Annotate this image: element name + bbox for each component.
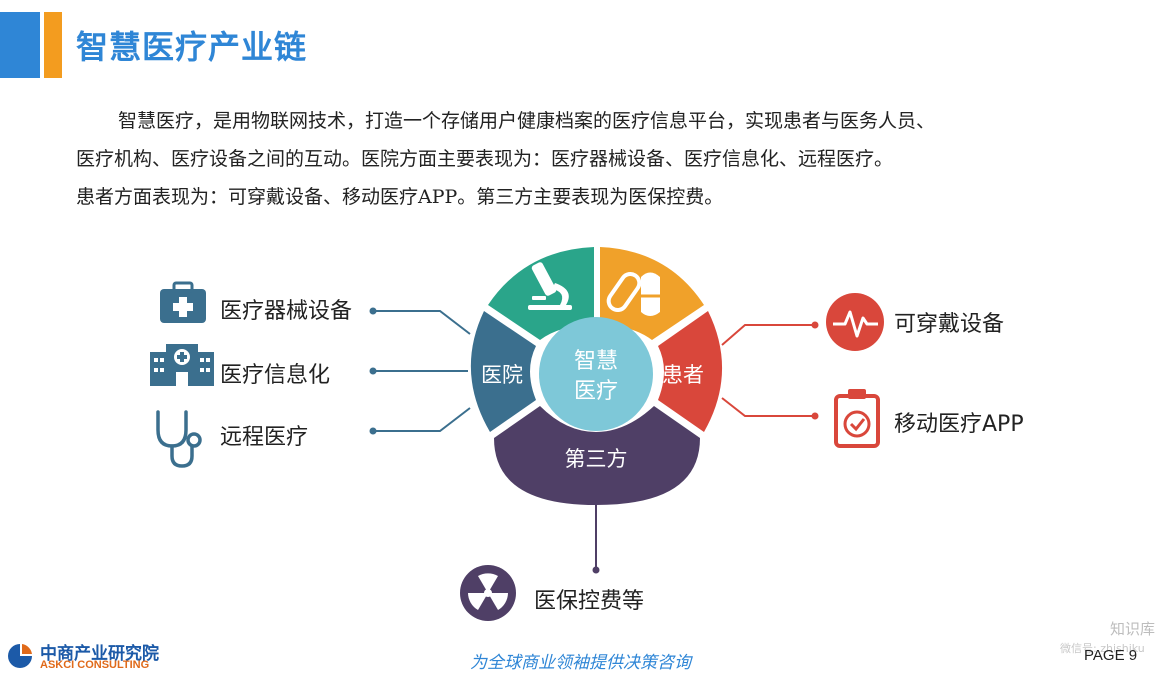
segment-third-party-label: 第三方 <box>565 447 628 471</box>
segment-hospital <box>470 311 536 432</box>
intro-line-2: 医疗机构、医疗设备之间的互动。医院方面主要表现为：医疗器械设备、医疗信息化、远程… <box>76 148 894 170</box>
header-accent-blue <box>0 12 40 78</box>
stethoscope-icon <box>156 410 202 468</box>
medical-kit-icon <box>160 281 206 323</box>
footer-tagline: 为全球商业领袖提供决策咨询 <box>470 653 691 673</box>
center-label-line-1: 智慧 <box>574 349 618 374</box>
segment-hospital-label: 医院 <box>481 363 523 387</box>
center-label-line-2: 医疗 <box>574 379 618 404</box>
pills-icon <box>606 271 662 316</box>
item-medical-device: 医疗器械设备 <box>220 299 352 324</box>
item-medical-info: 医疗信息化 <box>220 363 330 388</box>
page-number: PAGE 9 <box>1084 647 1138 664</box>
item-insurance: 医保控费等 <box>534 589 644 614</box>
connector-telemedicine <box>373 407 471 432</box>
logo-english-name: ASKCI CONSULTING <box>40 659 150 671</box>
page-title: 智慧医疗产业链 <box>76 28 308 66</box>
radiation-icon <box>460 565 516 621</box>
watermark: 知识库 <box>1110 620 1156 638</box>
connector-medical-device <box>373 310 471 335</box>
askci-logo-mark <box>8 644 32 668</box>
microscope-icon <box>528 262 572 310</box>
center-circle <box>539 317 653 431</box>
item-mobile-app: 移动医疗APP <box>894 412 1024 437</box>
connector-lines <box>369 307 819 574</box>
item-telemedicine: 远程医疗 <box>220 425 308 450</box>
askci-logo: 中商产业研究院 ASKCI CONSULTING <box>6 639 166 675</box>
item-wearable: 可穿戴设备 <box>894 312 1004 337</box>
segment-third-party <box>494 406 700 505</box>
header-accent-orange <box>44 12 62 78</box>
intro-text: 智慧医疗，是用物联网技术，打造一个存储用户健康档案的医疗信息平台，实现患者与医务… <box>76 102 1136 216</box>
watermark-subtitle: 微信号: zhishiku <box>1060 642 1145 655</box>
connector-mobile-app <box>721 397 815 417</box>
segment-patient <box>658 311 723 432</box>
hospital-building-icon <box>150 344 214 386</box>
connector-wearable <box>721 324 815 346</box>
logo-chinese-name: 中商产业研究院 <box>40 644 159 664</box>
heartbeat-icon <box>826 293 884 351</box>
segment-microscope <box>488 247 594 340</box>
clipboard-check-icon <box>834 389 880 448</box>
intro-line-1: 智慧医疗，是用物联网技术，打造一个存储用户健康档案的医疗信息平台，实现患者与医务… <box>118 110 936 132</box>
segment-patient-label: 患者 <box>662 363 704 387</box>
intro-line-3: 患者方面表现为：可穿戴设备、移动医疗APP。第三方主要表现为医保控费。 <box>76 186 724 208</box>
